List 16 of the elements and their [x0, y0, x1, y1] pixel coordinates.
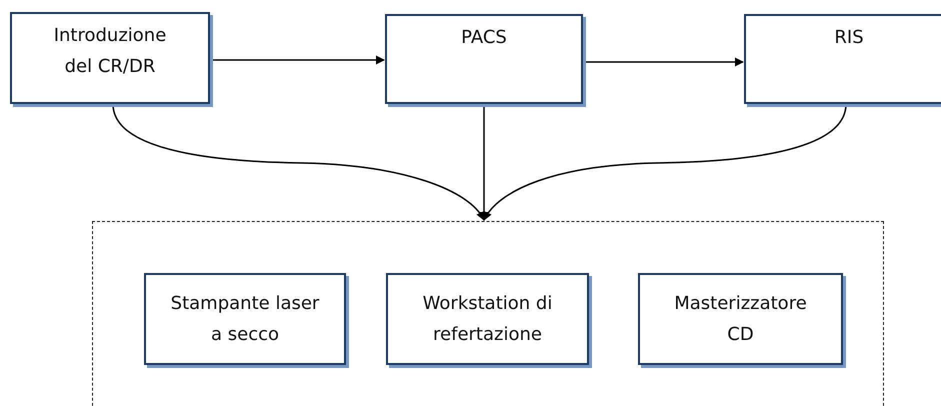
process-box — [385, 14, 583, 104]
arrow — [480, 104, 488, 221]
process-box — [638, 273, 843, 365]
arrow — [210, 56, 385, 64]
box-label: PACS — [461, 26, 507, 50]
box-label: RIS — [834, 26, 864, 50]
process-box — [144, 273, 346, 365]
process-box — [10, 12, 210, 104]
box-label: Stampante laser a secco — [170, 292, 320, 347]
box-label: Introduzione del CR/DR — [52, 24, 168, 79]
process-box — [386, 273, 589, 365]
box-label: Workstation di refertazione — [422, 292, 554, 347]
box-label: Masterizzatore CD — [673, 292, 808, 347]
process-box — [744, 14, 941, 104]
arrow — [583, 58, 744, 66]
dashed-group-frame — [92, 221, 884, 406]
